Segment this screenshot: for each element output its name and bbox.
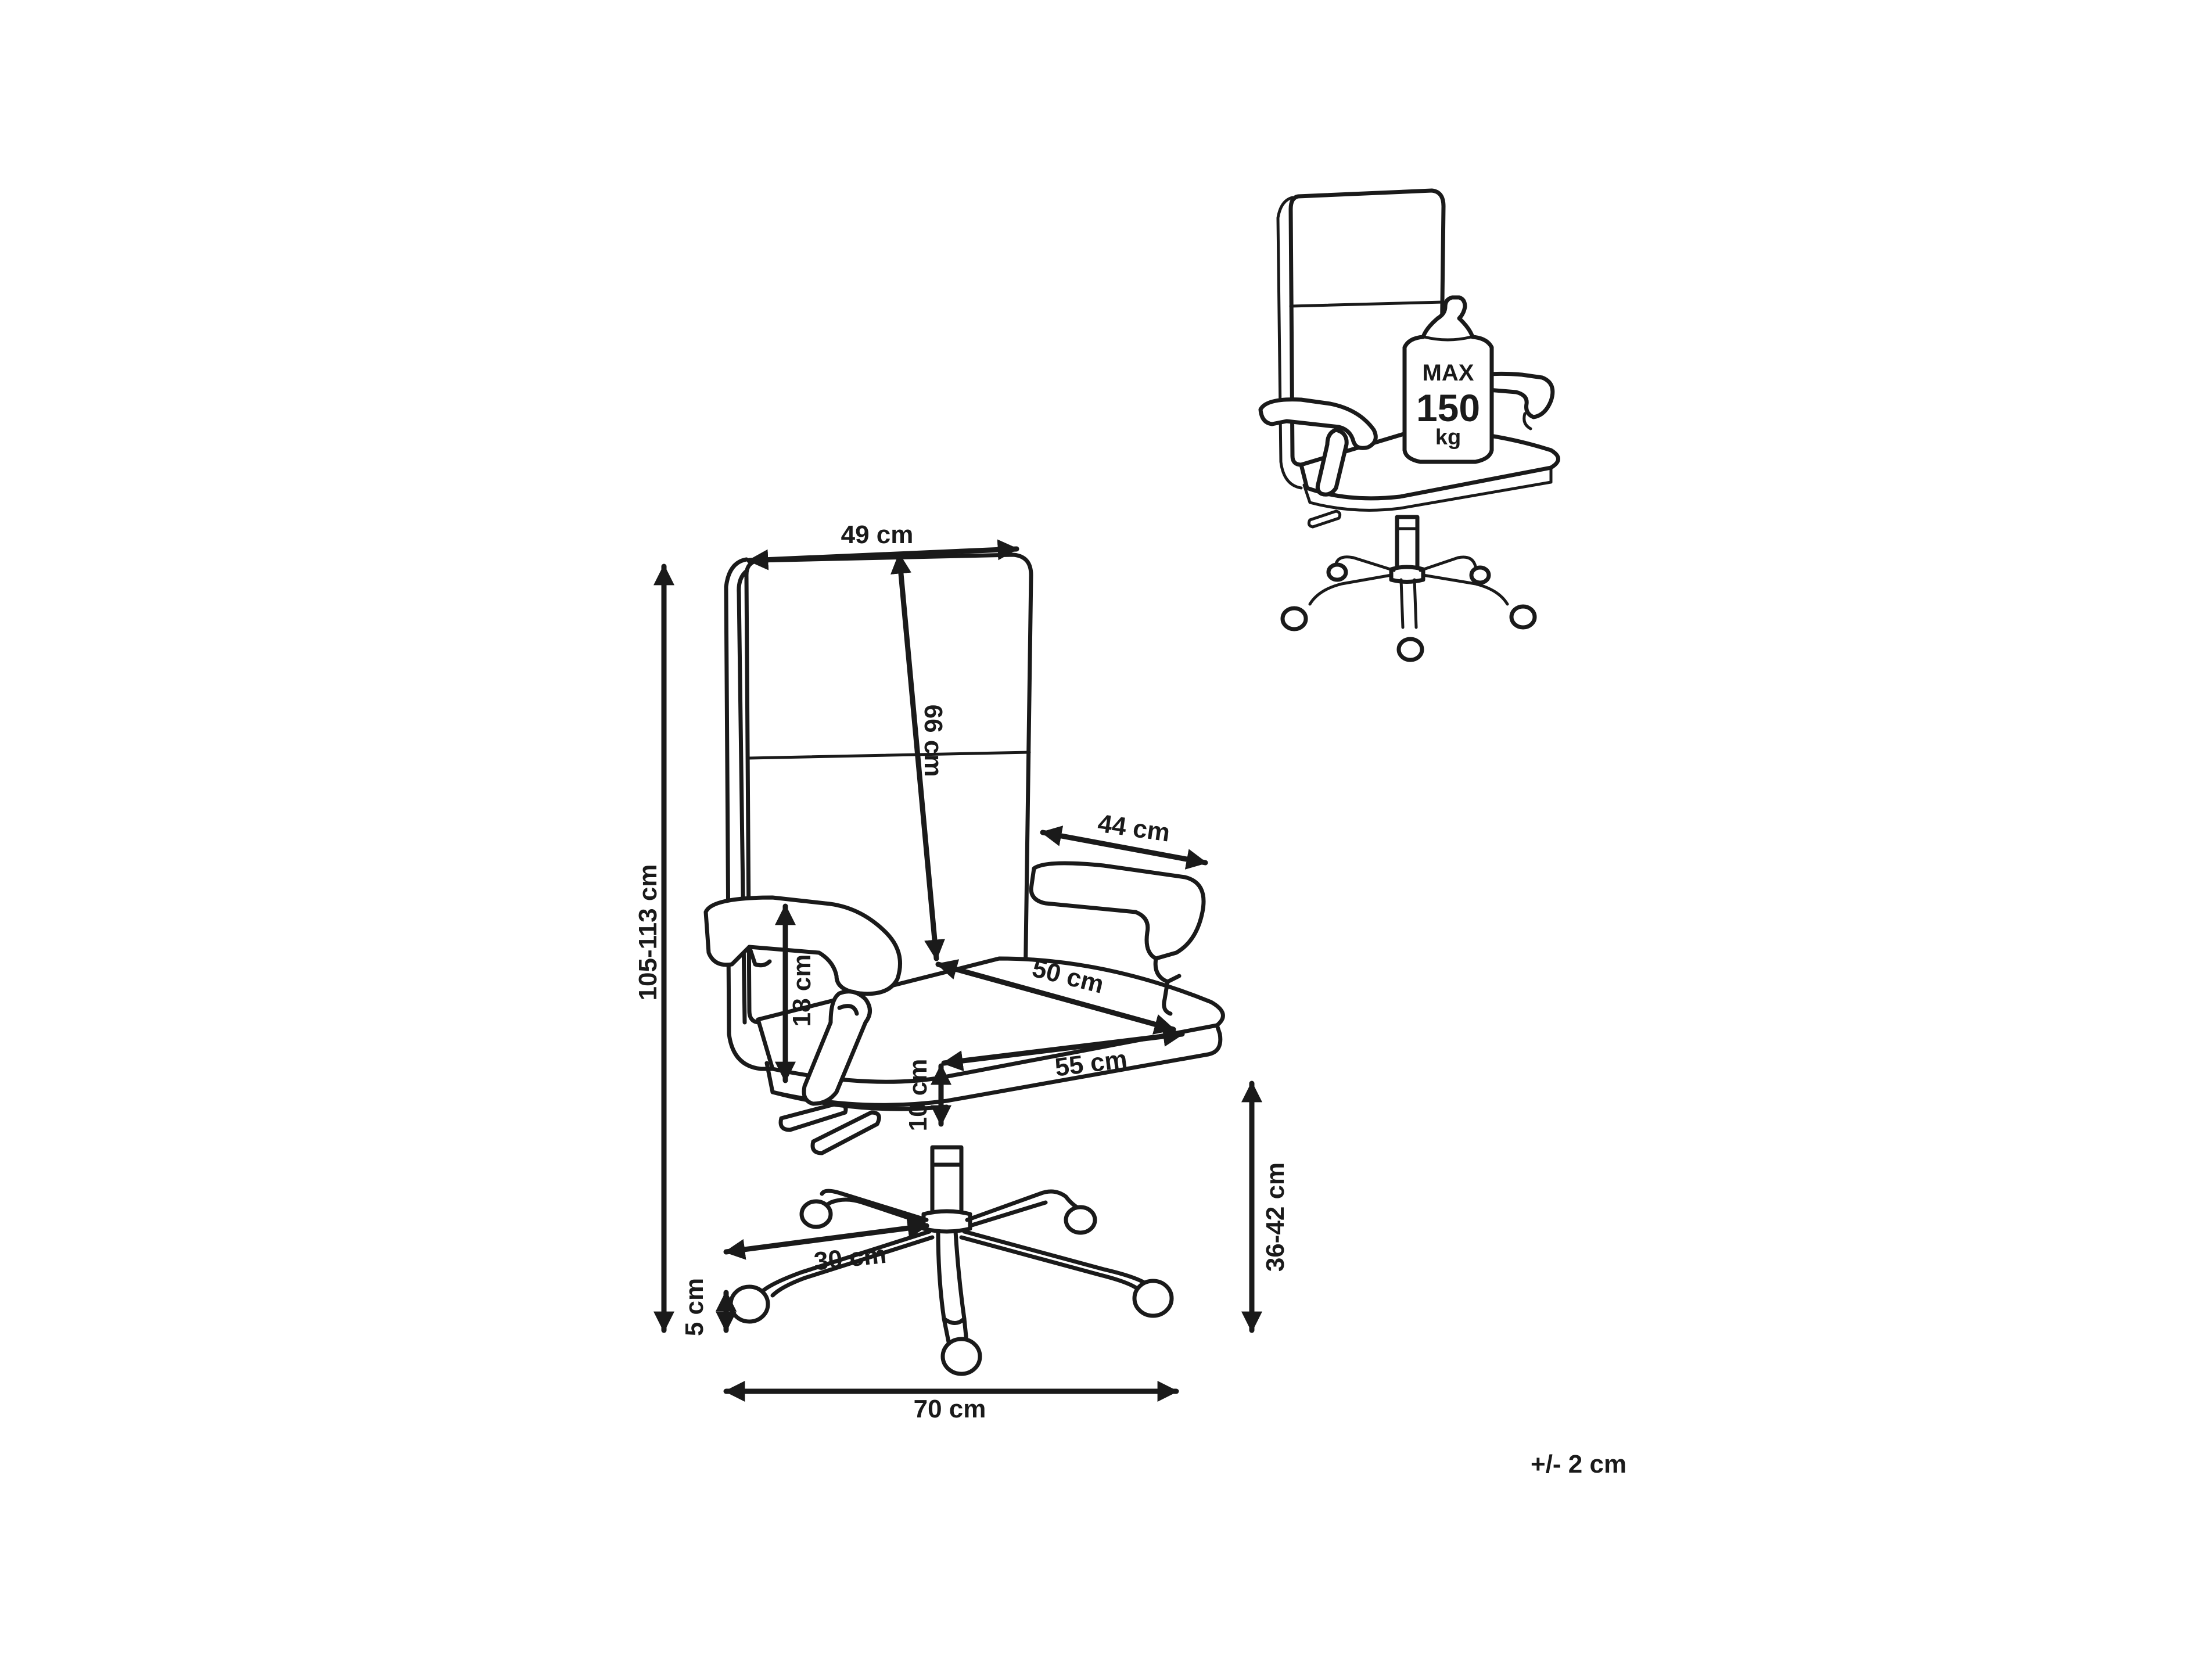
label-seat-height: 36-42 cm (1261, 1162, 1290, 1272)
label-total-height: 105-113 cm (634, 864, 662, 1001)
label-seat-thickness: 10 cm (904, 1059, 932, 1132)
small-chair-drawing (1258, 188, 1560, 662)
armrest-length-arrow (1040, 825, 1208, 870)
seat-width-arrow (941, 1026, 1185, 1071)
label-wheel-height: 5 cm (680, 1278, 709, 1336)
badge-unit-text: kg (1435, 425, 1461, 450)
back-height-arrow (890, 552, 945, 961)
back-width-arrow (746, 539, 1019, 570)
seat-depth-arrow (935, 959, 1176, 1035)
label-armrest-height: 18 cm (788, 954, 816, 1027)
tolerance-note: +/- 2 cm (1531, 1450, 1626, 1478)
dimension-lines (653, 539, 1262, 1402)
label-armrest-length: 44 cm (1096, 809, 1172, 848)
label-base-width: 70 cm (914, 1395, 986, 1423)
max-weight-badge: MAX 150 kg (1402, 295, 1494, 464)
label-base-radius: 30 cm (813, 1240, 888, 1276)
badge-value-text: 150 (1416, 386, 1480, 429)
label-back-height: 66 cm (919, 705, 947, 777)
badge-max-text: MAX (1423, 360, 1474, 386)
label-back-width: 49 cm (841, 521, 914, 549)
base-radius-arrow (723, 1218, 929, 1260)
